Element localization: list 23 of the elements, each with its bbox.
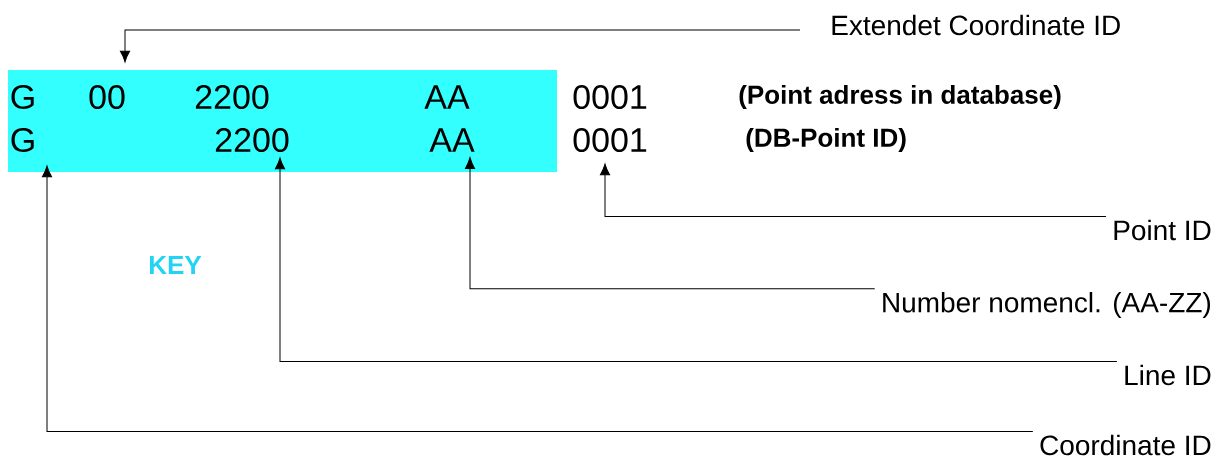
leader-line xyxy=(41,165,1034,432)
note-text: (Point adress in database) xyxy=(739,84,1061,110)
code-text: 0001 xyxy=(573,84,647,110)
code-text: 0001 xyxy=(573,127,647,153)
code-text: 2200 xyxy=(195,84,269,110)
leader-text: Number nomencl. (AA-ZZ) xyxy=(883,291,1211,319)
code-text: G xyxy=(11,127,34,153)
key-label: KEY xyxy=(150,256,202,274)
code-text: AA xyxy=(424,85,470,109)
leader-line xyxy=(464,157,876,290)
leader-text: Extendet Coordinate ID xyxy=(832,14,1120,36)
leader-text: Coordinate ID xyxy=(1040,434,1211,456)
code-text: 00 xyxy=(89,84,125,110)
leader-text: Point ID xyxy=(1114,219,1211,241)
leader-line xyxy=(274,157,1118,362)
leader-line xyxy=(599,163,1107,217)
code-text: G xyxy=(11,84,34,110)
leader-text: Line ID xyxy=(1125,364,1211,386)
code-text: AA xyxy=(429,128,475,152)
note-text: (DB-Point ID) xyxy=(746,127,906,153)
code-text: 2200 xyxy=(215,127,289,153)
leader-line xyxy=(119,29,801,63)
key-band xyxy=(8,70,557,172)
